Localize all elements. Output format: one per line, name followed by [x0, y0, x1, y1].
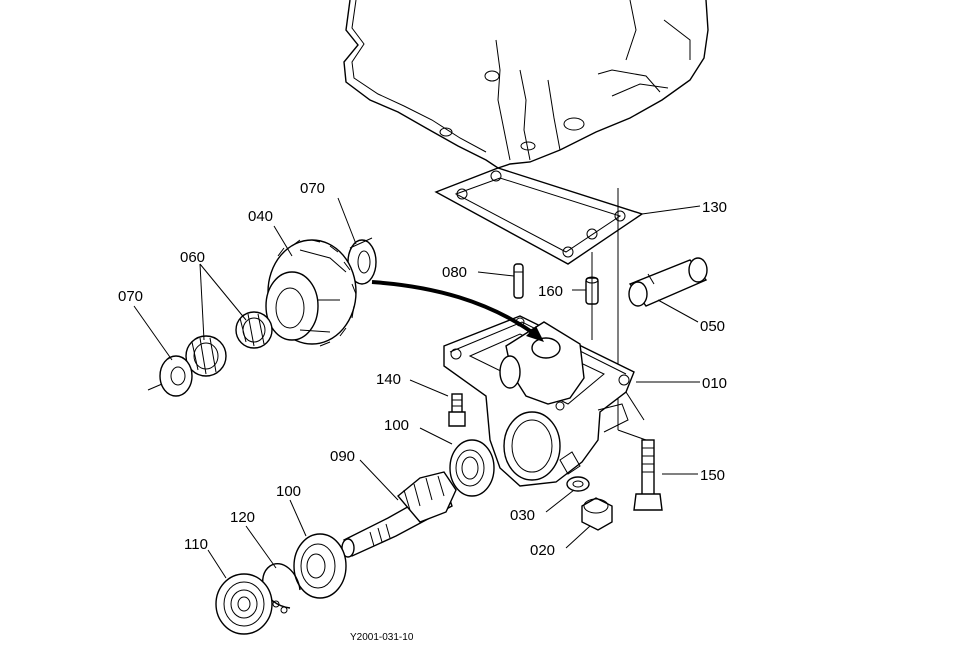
label-070-upper: 070 [300, 180, 325, 197]
part-010-gearbox-housing [443, 315, 645, 487]
label-120: 120 [230, 509, 255, 526]
label-110: 110 [184, 536, 208, 553]
label-030: 030 [510, 507, 535, 524]
label-020: 020 [530, 542, 555, 559]
part-140-bolt [448, 393, 466, 427]
label-060: 060 [180, 249, 205, 266]
part-110-oil-seal [215, 573, 273, 635]
part-090-pinion-shaft [341, 471, 457, 558]
label-130: 130 [702, 199, 727, 216]
leader-lines [133, 197, 701, 579]
part-100-ball-bearing-lower [293, 533, 347, 599]
label-090: 090 [330, 448, 355, 465]
part-070-thrust-washer-lower [147, 355, 193, 397]
part-080-dowel-pin [513, 263, 524, 299]
assembly-arrow [371, 280, 544, 342]
part-labels: 070 040 060 070 130 080 160 050 010 140 … [118, 180, 727, 643]
part-020-plug [581, 497, 613, 531]
label-100-lower: 100 [276, 483, 301, 500]
label-160: 160 [538, 283, 563, 300]
part-060-needle-bearings [185, 311, 273, 377]
label-040: 040 [248, 208, 273, 225]
label-140: 140 [376, 371, 401, 388]
transmission-case-outline [343, 0, 709, 169]
label-100-upper: 100 [384, 417, 409, 434]
label-050: 050 [700, 318, 725, 335]
label-070-lower: 070 [118, 288, 143, 305]
label-150: 150 [700, 467, 725, 484]
part-100-ball-bearing-upper [449, 439, 495, 497]
label-080: 080 [442, 264, 467, 281]
label-010: 010 [702, 375, 727, 392]
part-150-bolt [617, 429, 663, 511]
part-040-gear [265, 239, 357, 347]
part-030-washer [566, 476, 590, 492]
diagram-code: Y2001-031-10 [350, 632, 414, 643]
part-160-pin [585, 252, 599, 340]
part-050-shaft [628, 257, 708, 307]
